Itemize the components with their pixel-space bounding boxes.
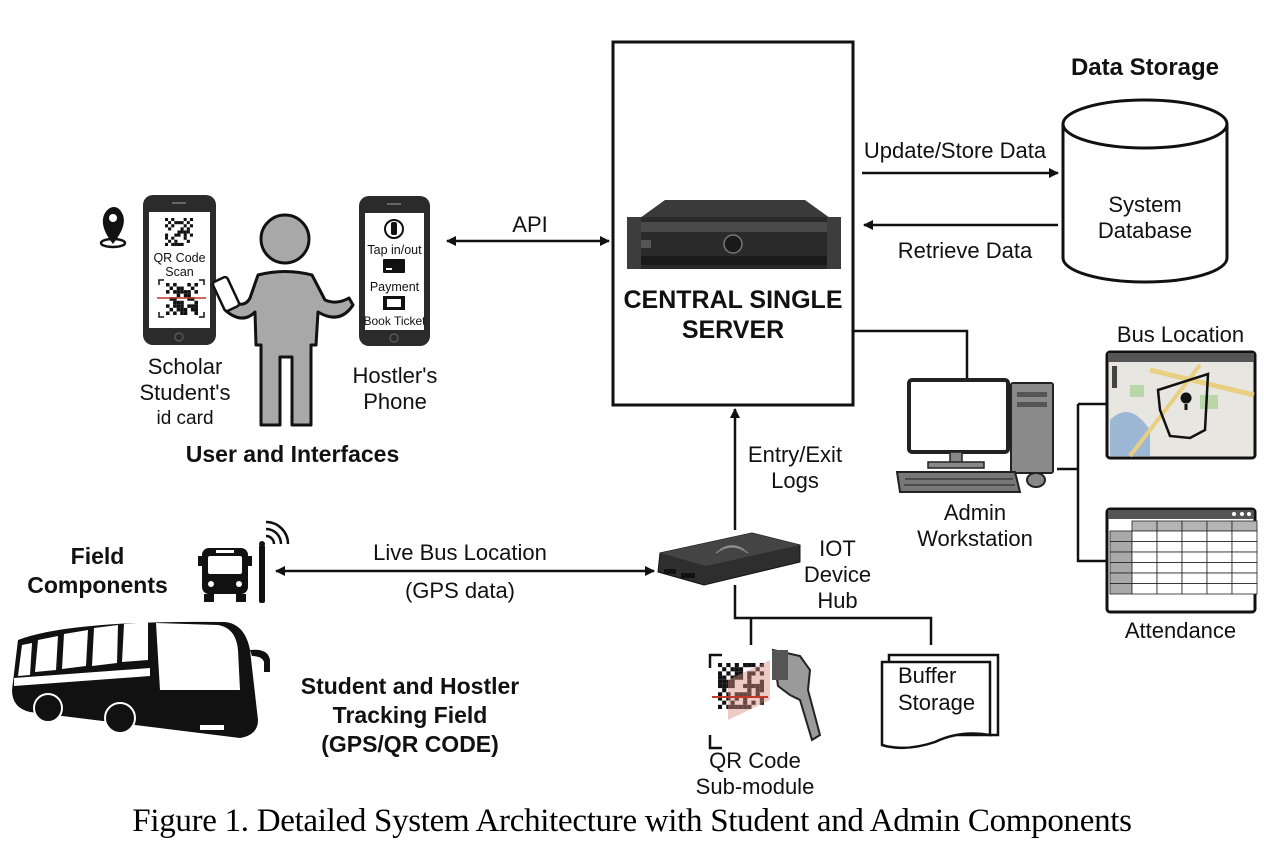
student-label-line: Student's (139, 380, 231, 405)
connector-to-bus-panel (1076, 404, 1106, 563)
iot-label-line: IOT (819, 536, 856, 561)
field-components-title: Field Components (10, 542, 185, 600)
hostler-label-line: Phone (363, 389, 427, 414)
rack-server-icon (627, 200, 841, 269)
system-database-label: System Database (1070, 192, 1220, 244)
qr-submodule-label: QR Code Sub-module (690, 748, 820, 800)
db-label-line: System (1108, 192, 1182, 217)
server-title-line: SERVER (681, 316, 785, 344)
tap-icon (384, 219, 404, 239)
hostler-phone-label: Hostler's Phone (340, 363, 450, 415)
users-section-title: User and Interfaces (185, 441, 400, 467)
ticket-icon (383, 296, 405, 310)
figure-caption: Figure 1. Detailed System Architecture w… (132, 803, 1132, 839)
hostler-label-line: Hostler's (352, 363, 438, 388)
bus-gps-icon (198, 520, 290, 603)
bus-icon (12, 621, 270, 738)
database-cylinder (1061, 98, 1229, 284)
attendance-grid (1109, 520, 1258, 595)
bus-location-map-panel (1105, 350, 1257, 460)
entry-exit-line: Logs (771, 468, 819, 493)
admin-label-line: Admin (943, 500, 1007, 525)
admin-workstation-label: Admin Workstation (900, 500, 1050, 552)
qr-code-icon (165, 218, 193, 246)
id-card-label: id card (156, 408, 214, 429)
qr-scanner-icon (708, 648, 822, 750)
qr-code-text: QR Code (153, 251, 206, 265)
data-storage-title: Data Storage (1070, 54, 1220, 81)
tracking-field-label: Student and Hostler Tracking Field (GPS/… (275, 672, 545, 759)
qr-code-pattern (718, 663, 764, 709)
hostler-phone (359, 196, 430, 346)
attendance-table-panel (1105, 507, 1258, 614)
book-ticket-text: Book Ticket (363, 314, 426, 328)
server-title: CENTRAL SINGLE SERVER (613, 285, 853, 345)
tracking-line: Student and Hostler (300, 673, 520, 699)
iot-label-line: Hub (817, 588, 858, 613)
buffer-storage-label: Buffer Storage (890, 662, 990, 716)
qr-scan-icon (166, 283, 198, 315)
buffer-label-line: Storage (898, 690, 976, 715)
tracking-line: (GPS/QR CODE) (321, 731, 499, 757)
student-phone-label: Scholar Student's id card (120, 354, 250, 432)
payment-text: Payment (369, 280, 420, 294)
server-title-line: CENTRAL SINGLE (623, 286, 843, 314)
hub-submodule-connector (733, 585, 933, 645)
buffer-label-line: Buffer (898, 663, 957, 688)
qr-submodule-line: QR Code (709, 748, 801, 773)
iot-label-line: Device (803, 562, 872, 587)
student-label-line: Scholar (147, 354, 223, 379)
buffer-storage-icon (880, 653, 1000, 750)
db-label-line: Database (1097, 218, 1193, 243)
retrieve-data-label: Retrieve Data (897, 238, 1033, 263)
iot-hub-device-icon (657, 532, 801, 586)
admin-label-line: Workstation (917, 526, 1033, 551)
server-admin-connector (853, 329, 969, 378)
iot-hub-label: IOT Device Hub (795, 536, 880, 614)
qr-submodule-line: Sub-module (695, 774, 815, 799)
field-title-line: Components (27, 572, 168, 598)
field-title-line: Field (70, 543, 125, 569)
admin-workstation-icon (895, 378, 1054, 493)
update-store-label: Update/Store Data (863, 138, 1047, 163)
entry-exit-line: Entry/Exit (747, 442, 843, 467)
scan-text: Scan (165, 265, 194, 279)
person-icon (211, 213, 355, 427)
entry-exit-label: Entry/Exit Logs (735, 442, 855, 494)
tap-in-out-text: Tap in/out (367, 243, 422, 257)
location-pin-icon (99, 207, 127, 249)
card-icon (383, 259, 405, 273)
student-phone-screen-text: QR Code Scan (149, 251, 210, 279)
gps-data-label: (GPS data) (404, 578, 516, 603)
attendance-title: Attendance (1124, 618, 1237, 643)
tracking-line: Tracking Field (332, 702, 488, 728)
student-phone (143, 195, 216, 345)
live-bus-location-label: Live Bus Location (373, 540, 547, 565)
api-label: API (512, 212, 548, 237)
bus-location-title: Bus Location (1116, 322, 1245, 347)
